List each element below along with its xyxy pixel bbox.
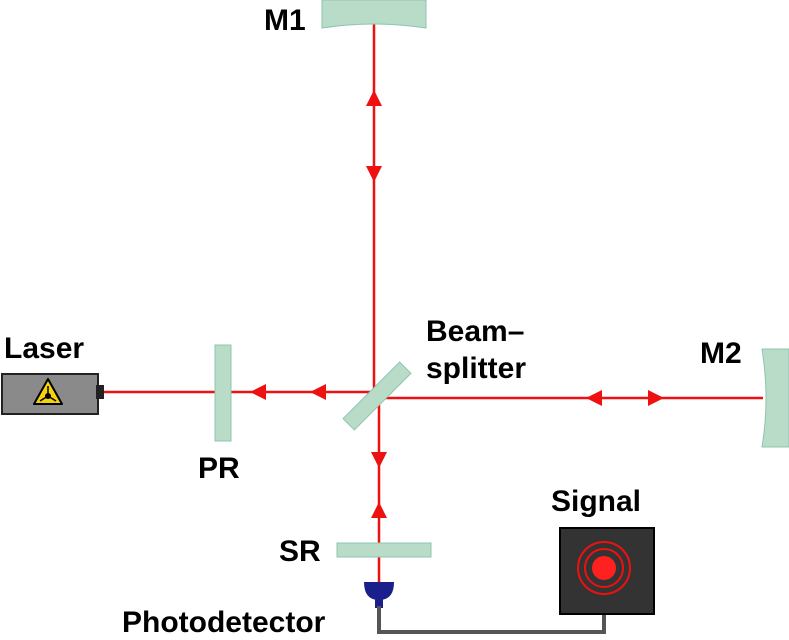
beam-splitter (342, 361, 412, 431)
label-pr: PR (198, 452, 240, 485)
label-signal: Signal (551, 485, 641, 518)
laser-beams (102, 22, 763, 582)
label-m2: M2 (700, 337, 742, 370)
mirror-m1 (321, 0, 427, 29)
label-beamsplitter-line2: splitter (426, 352, 526, 385)
arrow-left (310, 384, 326, 400)
arrow-down (366, 166, 382, 182)
label-beamsplitter-line1: Beam– (426, 315, 524, 348)
mirror-pr (214, 344, 232, 442)
arrow-up (371, 502, 387, 518)
arrow-left (586, 390, 602, 406)
laser-source (1, 373, 104, 415)
photodetector (364, 582, 394, 608)
beam-arrows (250, 90, 664, 518)
arrow-left (250, 384, 266, 400)
arrow-down (371, 452, 387, 468)
signal-target-icon (577, 541, 631, 595)
label-laser: Laser (4, 332, 84, 365)
label-photodetector: Photodetector (122, 606, 326, 639)
label-m1: M1 (264, 4, 306, 37)
mirror-sr (336, 542, 432, 558)
signal-cable (377, 606, 606, 634)
signal-display (559, 527, 655, 615)
label-sr: SR (279, 535, 321, 568)
arrow-right (648, 390, 664, 406)
arrow-up (366, 90, 382, 106)
laser-warning-icon (33, 378, 63, 405)
mirror-m2 (761, 348, 789, 448)
